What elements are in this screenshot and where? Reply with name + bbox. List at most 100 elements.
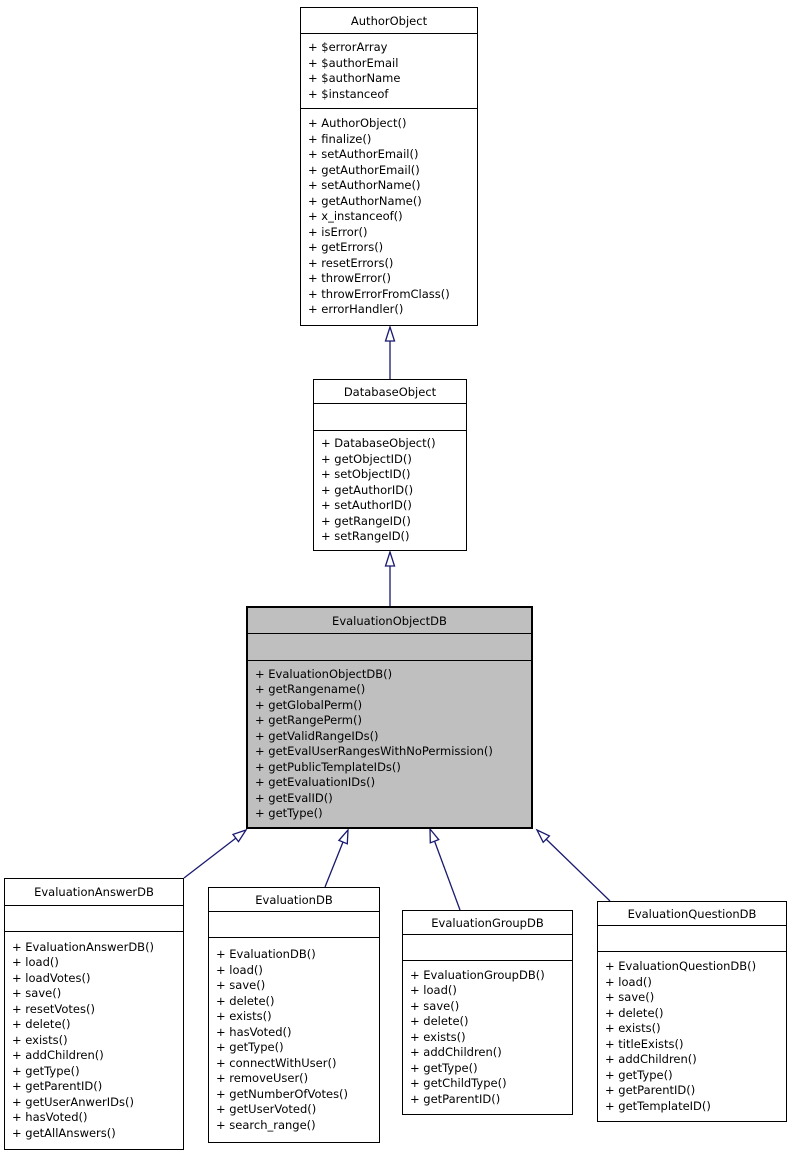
- class-box-evaluationgroupdb[interactable]: EvaluationGroupDB + EvaluationGroupDB()+…: [402, 910, 573, 1115]
- member-row: + throwError(): [308, 271, 392, 286]
- member-row: + throwErrorFromClass(): [308, 286, 450, 301]
- class-title: AuthorObject: [301, 8, 477, 34]
- member-row: + getNumberOfVotes(): [216, 1086, 349, 1101]
- member-row: + getChildType(): [410, 1076, 507, 1091]
- member-row: + exists(): [12, 1032, 68, 1047]
- class-box-evaluationquestiondb[interactable]: EvaluationQuestionDB + EvaluationQuestio…: [597, 901, 787, 1122]
- member-row: + isError(): [308, 224, 368, 239]
- arrow-answer-to-evalobject: [183, 828, 248, 879]
- member-row: + search_range(): [216, 1117, 316, 1132]
- class-methods: + EvaluationGroupDB()+ load()+ save()+ d…: [403, 961, 572, 1114]
- member-row: + addChildren(): [605, 1052, 697, 1066]
- member-row: + exists(): [605, 1021, 661, 1035]
- member-row: + hasVoted(): [12, 1110, 88, 1125]
- class-box-databaseobject[interactable]: DatabaseObject + DatabaseObject()+ getOb…: [313, 379, 467, 551]
- class-attributes: [5, 906, 183, 932]
- member-row: + getParentID(): [410, 1091, 501, 1106]
- class-attributes: [403, 935, 572, 961]
- member-row: + x_instanceof(): [308, 209, 403, 224]
- class-attributes: [209, 912, 379, 938]
- member-row: + getType(): [605, 1067, 673, 1082]
- member-row: + setObjectID(): [321, 467, 411, 482]
- member-row: + $instanceof: [308, 86, 389, 101]
- member-row: + getAuthorEmail(): [308, 162, 420, 177]
- member-row: + EvaluationDB(): [216, 947, 316, 961]
- member-row: + getRangename(): [255, 682, 366, 696]
- member-row: + EvaluationAnswerDB(): [12, 939, 155, 954]
- class-title: DatabaseObject: [314, 380, 466, 404]
- member-row: + getRangePerm(): [255, 713, 362, 727]
- class-box-evaluationdb[interactable]: EvaluationDB + EvaluationDB()+ load()+ s…: [208, 887, 380, 1143]
- class-box-evaluationobjectdb[interactable]: EvaluationObjectDB + EvaluationObjectDB(…: [246, 606, 533, 829]
- class-title: EvaluationGroupDB: [403, 911, 572, 935]
- member-row: + errorHandler(): [308, 302, 404, 317]
- member-row: + getTemplateID(): [605, 1098, 711, 1113]
- member-row: + save(): [216, 978, 266, 992]
- member-row: + getEvalUserRangesWithNoPermission(): [255, 744, 493, 758]
- member-row: + getAllAnswers(): [12, 1125, 116, 1140]
- class-methods: + DatabaseObject()+ getObjectID()+ setOb…: [314, 431, 466, 550]
- member-row: + getType(): [410, 1060, 478, 1075]
- arrow-evaluation-to-evalobject: [324, 828, 349, 888]
- class-attributes: [248, 634, 531, 661]
- class-box-evaluationanswerdb[interactable]: EvaluationAnswerDB + EvaluationAnswerDB(…: [4, 878, 184, 1150]
- arrow-question-to-evalobject: [535, 828, 611, 902]
- member-row: + finalize(): [308, 131, 372, 146]
- member-row: + setAuthorName(): [308, 178, 421, 193]
- member-row: + getPublicTemplateIDs(): [255, 759, 401, 774]
- member-row: + getAuthorName(): [308, 193, 422, 208]
- member-row: + getRangeID(): [321, 513, 411, 528]
- member-row: + DatabaseObject(): [321, 436, 436, 451]
- member-row: + save(): [605, 990, 655, 1004]
- member-row: + delete(): [216, 993, 275, 1008]
- member-row: + getParentID(): [12, 1079, 103, 1094]
- member-row: + getObjectID(): [321, 451, 412, 466]
- member-row: + setAuthorEmail(): [308, 147, 419, 162]
- member-row: + EvaluationGroupDB(): [410, 967, 545, 982]
- member-row: + getUserVoted(): [216, 1102, 317, 1116]
- arrow-database-to-author: [384, 324, 396, 379]
- class-title: EvaluationQuestionDB: [598, 902, 786, 926]
- class-title: EvaluationAnswerDB: [5, 879, 183, 906]
- member-row: + getType(): [12, 1063, 80, 1078]
- class-attributes: [598, 926, 786, 952]
- arrow-evalobject-to-database: [384, 549, 396, 606]
- member-row: + getEvalID(): [255, 790, 333, 805]
- member-row: + hasVoted(): [216, 1024, 292, 1039]
- class-methods: + EvaluationQuestionDB()+ load()+ save()…: [598, 952, 786, 1121]
- member-row: + EvaluationQuestionDB(): [605, 959, 757, 973]
- member-row: + getGlobalPerm(): [255, 697, 363, 712]
- class-methods: + AuthorObject()+ finalize()+ setAuthorE…: [301, 109, 477, 325]
- member-row: + $authorName: [308, 71, 401, 85]
- class-title: EvaluationDB: [209, 888, 379, 912]
- class-methods: + EvaluationAnswerDB()+ load()+ loadVote…: [5, 932, 183, 1149]
- member-row: + loadVotes(): [12, 970, 91, 985]
- member-row: + delete(): [410, 1014, 469, 1029]
- class-title: EvaluationObjectDB: [248, 608, 531, 634]
- member-row: + resetVotes(): [12, 1001, 95, 1016]
- class-methods: + EvaluationObjectDB()+ getRangename()+ …: [248, 661, 531, 827]
- member-row: + resetErrors(): [308, 255, 394, 270]
- arrow-group-to-evalobject: [429, 827, 461, 911]
- member-row: + getValidRangeIDs(): [255, 728, 379, 743]
- member-row: + $errorArray: [308, 40, 388, 54]
- member-row: + getUserAnwerIDs(): [12, 1094, 134, 1109]
- member-row: + getErrors(): [308, 240, 384, 255]
- member-row: + $authorEmail: [308, 55, 399, 70]
- member-row: + load(): [410, 983, 457, 998]
- class-box-authorobject[interactable]: AuthorObject + $errorArray+ $authorEmail…: [300, 7, 478, 326]
- member-row: + connectWithUser(): [216, 1055, 337, 1070]
- member-row: + getType(): [255, 806, 323, 820]
- member-row: + delete(): [12, 1017, 71, 1032]
- member-row: + save(): [410, 998, 460, 1013]
- member-row: + getEvaluationIDs(): [255, 775, 376, 789]
- member-row: + load(): [216, 962, 263, 977]
- member-row: + load(): [12, 955, 59, 970]
- class-attributes: + $errorArray+ $authorEmail+ $authorName…: [301, 34, 477, 109]
- member-row: + getType(): [216, 1040, 284, 1054]
- member-row: + save(): [12, 986, 62, 1001]
- member-row: + delete(): [605, 1005, 664, 1020]
- member-row: + addChildren(): [12, 1048, 104, 1063]
